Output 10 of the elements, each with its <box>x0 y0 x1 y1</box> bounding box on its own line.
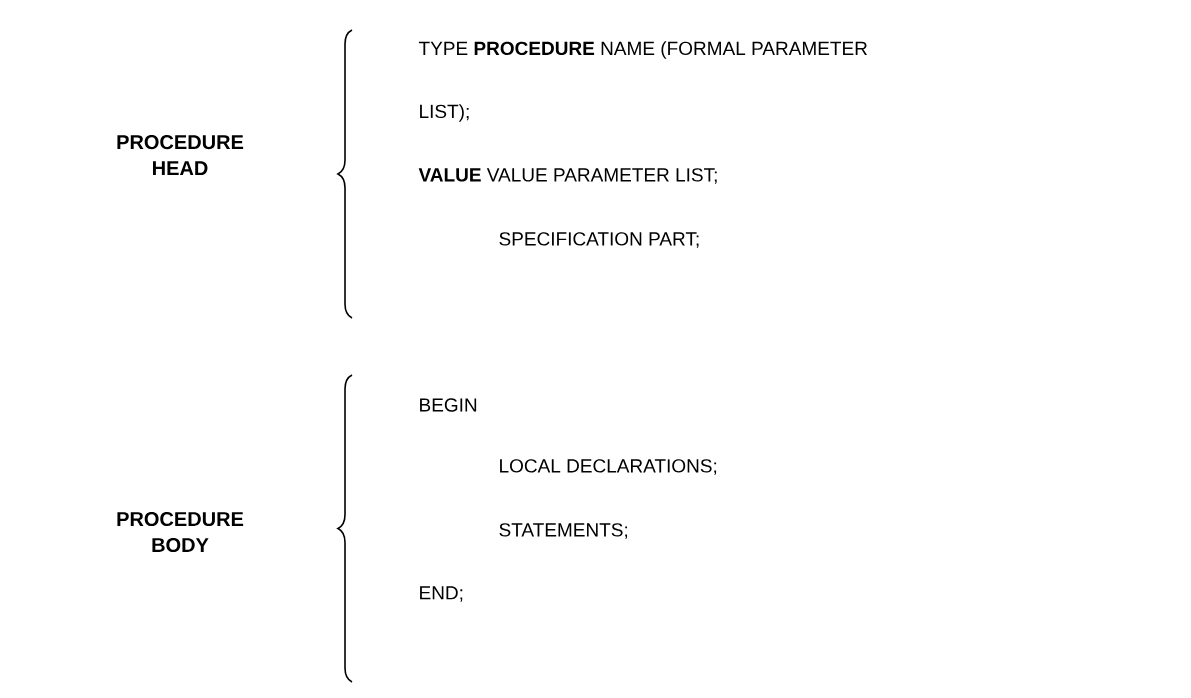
side-label: PROCEDURE BODY <box>117 511 244 553</box>
code-line: LOCAL DECLARATIONS; <box>500 459 717 475</box>
code-line: LIST); <box>420 104 469 122</box>
code-line: BEGIN <box>420 398 477 412</box>
code-line: STATEMENTS; <box>499 523 628 539</box>
side-label: PROCEDURE HEAD <box>117 135 244 175</box>
code-line: VALUE VALUE PARAMETER LIST; <box>418 168 717 184</box>
code-line: TYPE PROCEDURE NAME (FORMAL PARAMETER <box>418 41 867 59</box>
code-line: SPECIFICATION PART; <box>499 232 699 248</box>
code-line: END; <box>420 586 463 602</box>
